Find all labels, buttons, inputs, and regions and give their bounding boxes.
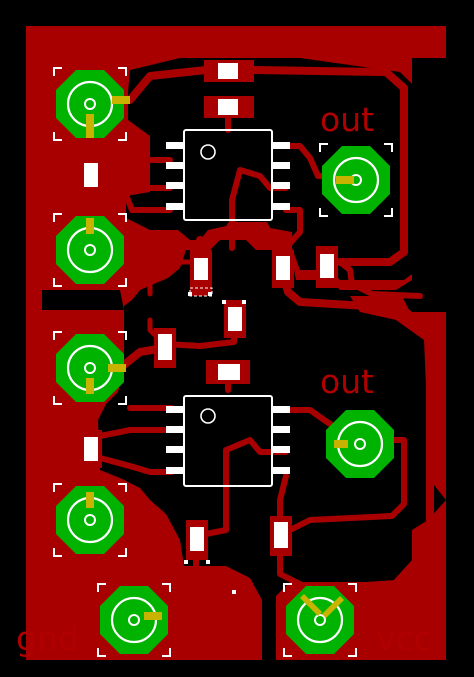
- resistor-mid-2: [272, 250, 294, 288]
- pad-left-2: [53, 213, 127, 287]
- out-label-bottom: out: [320, 362, 374, 401]
- resistor-left-2: [154, 328, 176, 368]
- ic-chip-1: [166, 129, 290, 221]
- resistor-mid-1: [189, 250, 213, 297]
- silkscreen-marks: [184, 292, 246, 594]
- resistor-mid-3: [316, 246, 338, 288]
- ic-chip-2-outline: [183, 395, 273, 487]
- vcc-label: vcc: [376, 619, 432, 658]
- out-label-top: out: [320, 100, 374, 139]
- pad-connections: [86, 96, 354, 620]
- ic-chip-1-pin1-mark: [200, 144, 216, 160]
- resistor-top-1: [204, 60, 254, 82]
- pad-left-4: [53, 483, 127, 557]
- resistor-left-1: [80, 156, 102, 194]
- resistor-bottom-2: [270, 516, 292, 556]
- smd-components: [80, 60, 338, 594]
- gnd-label: gnd: [16, 619, 79, 658]
- pad-left-3: [53, 331, 127, 405]
- resistor-top-3: [206, 360, 250, 384]
- pad-out-top: [319, 143, 393, 217]
- resistor-bottom-1: [186, 520, 208, 560]
- resistor-top-2: [204, 96, 254, 118]
- resistor-left-3: [80, 430, 102, 468]
- ic-chip-1-pins: [166, 142, 290, 210]
- resistor-mid-4: [224, 300, 246, 338]
- ic-chip-1-outline: [183, 129, 273, 221]
- pad-out-bottom: [326, 410, 394, 478]
- ic-chip-2: [166, 395, 290, 487]
- ic-chip-2-pin1-mark: [200, 408, 216, 424]
- pad-gnd: [97, 583, 171, 657]
- ic-chip-2-pins: [166, 406, 290, 474]
